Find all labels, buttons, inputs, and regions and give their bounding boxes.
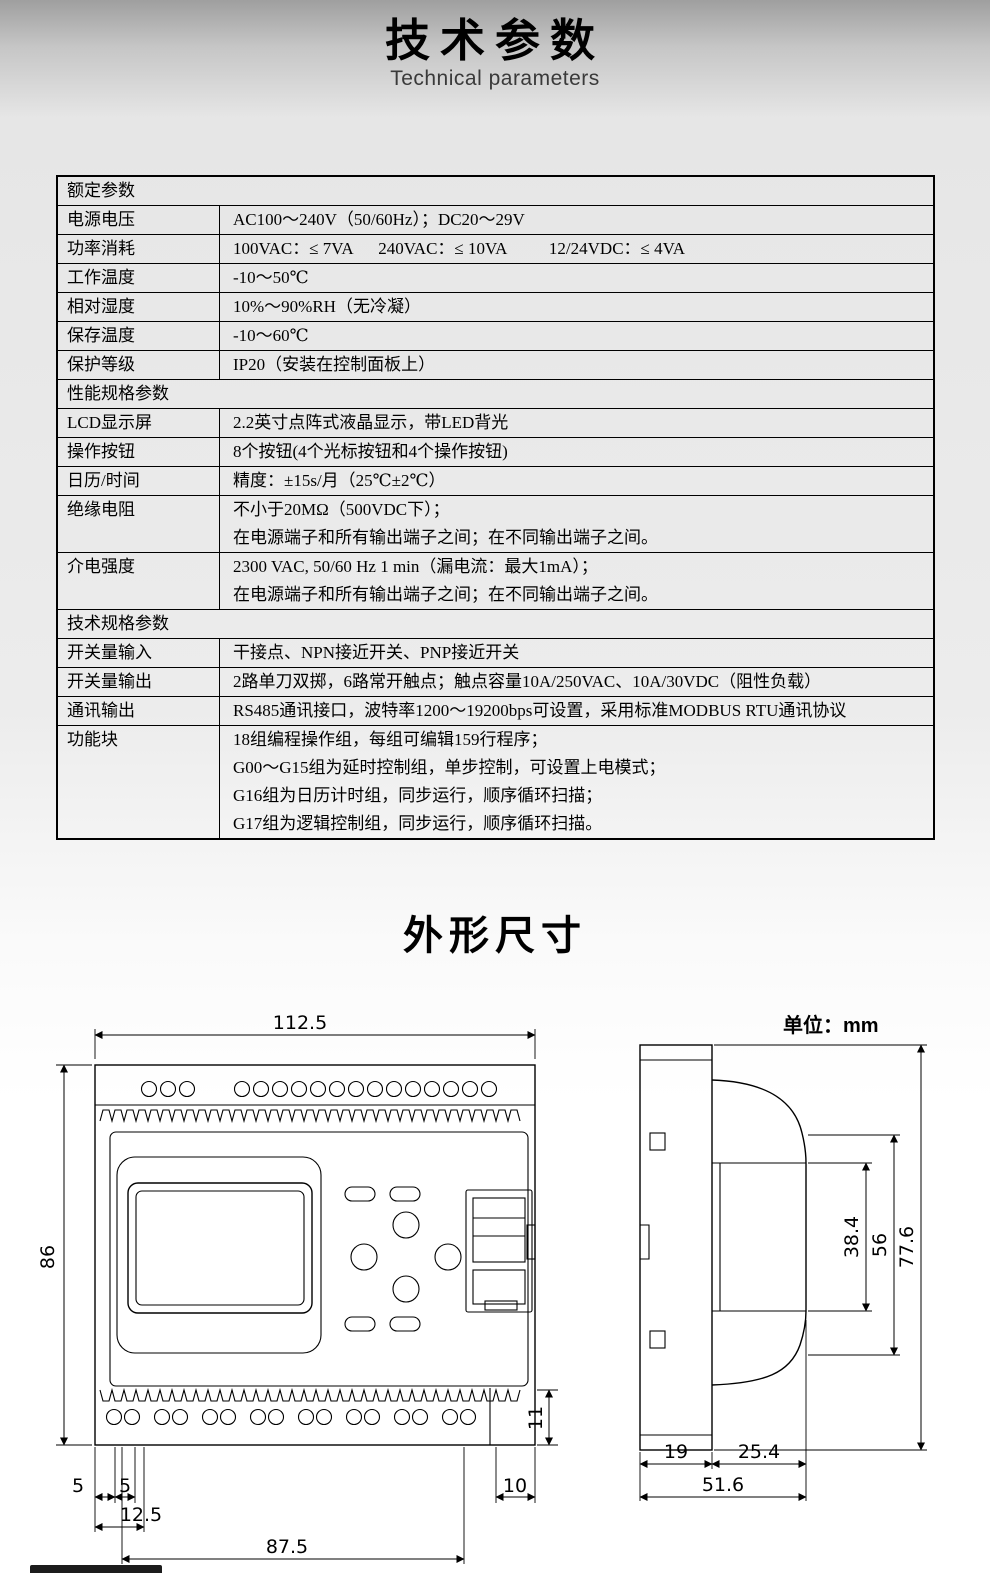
spec-item-row: 保存温度-10～60℃: [56, 321, 935, 351]
side-body-height-label: 56: [869, 1233, 891, 1257]
spec-value: 2路单刀双掷，6路常开触点；触点容量10A/250VAC、10A/30VDC（阻…: [219, 667, 935, 697]
front-device-outline: [94, 1064, 536, 1446]
spec-section-row: 额定参数: [56, 175, 935, 206]
spec-label: 保存温度: [56, 321, 220, 351]
spec-value: 10%～90%RH（无冷凝）: [219, 292, 935, 322]
side-rail-width-label: 19: [664, 1441, 688, 1463]
front-offset-b-label: 5: [119, 1475, 131, 1497]
spec-label: 保护等级: [56, 350, 220, 380]
lcd-screen-inner: [135, 1190, 305, 1306]
spec-label: 介电强度: [56, 552, 220, 610]
spec-section-label: 性能规格参数: [56, 379, 935, 409]
header-banner: 技术参数 Technical parameters: [0, 0, 990, 112]
expansion-port: [465, 1189, 536, 1313]
side-front-profile: [711, 1079, 807, 1386]
spec-label: 通讯输出: [56, 696, 220, 726]
spec-value: 干接点、NPN接近开关、PNP接近开关: [219, 638, 935, 668]
operation-buttons: [344, 1186, 421, 1332]
page-subtitle: Technical parameters: [390, 66, 600, 90]
front-strip-height-label: 11: [525, 1406, 547, 1430]
spec-label: 开关量输入: [56, 638, 220, 668]
spec-section-label: 技术规格参数: [56, 609, 935, 639]
unit-label: 单位：mm: [783, 1015, 879, 1037]
front-first-terminal-label: 12.5: [120, 1504, 162, 1526]
front-height-dim-label: 86: [37, 1245, 59, 1269]
spec-item-row: 日历/时间精度：±15s/月（25℃±2℃）: [56, 466, 935, 496]
side-clip-screw-bottom: [649, 1330, 666, 1349]
dimensions-title: 外形尺寸: [403, 914, 587, 958]
spec-item-row: 开关量输入干接点、NPN接近开关、PNP接近开关: [56, 638, 935, 668]
side-body-outline: [639, 1044, 713, 1451]
din-rail-notch: [640, 1224, 650, 1260]
spec-item-row: 工作温度-10～50℃: [56, 263, 935, 293]
front-view-dimensions: 112.5 86 5 5 12.5 87.5 10 11: [37, 1012, 558, 1564]
spec-value: 8个按钮(4个光标按钮和4个操作按钮): [219, 437, 935, 467]
spec-item-row: 绝缘电阻不小于20MΩ（500VDC下）； 在电源端子和所有输出端子之间；在不同…: [56, 495, 935, 553]
cursor-buttons: [350, 1211, 462, 1303]
side-view-dimensions: 38.4 56 77.6 19 25.4 51.6: [639, 1044, 927, 1501]
spec-section-row: 性能规格参数: [56, 379, 935, 409]
top-vent-pattern: [99, 1109, 521, 1124]
spec-value: AC100～240V（50/60Hz）；DC20～29V: [219, 205, 935, 235]
spec-label: 功能块: [56, 725, 220, 840]
spec-value: -10～50℃: [219, 263, 935, 293]
spec-label: 绝缘电阻: [56, 495, 220, 553]
spec-value: 不小于20MΩ（500VDC下）； 在电源端子和所有输出端子之间；在不同输出端子…: [219, 495, 935, 553]
side-total-width-label: 51.6: [702, 1474, 744, 1496]
spec-value: 2.2英寸点阵式液晶显示，带LED背光: [219, 408, 935, 438]
top-terminal-screws: [140, 1080, 498, 1098]
front-offset-a-label: 5: [72, 1475, 84, 1497]
spec-label: LCD显示屏: [56, 408, 220, 438]
spec-label: 工作温度: [56, 263, 220, 293]
front-offset-right-label: 10: [503, 1475, 527, 1497]
spec-label: 日历/时间: [56, 466, 220, 496]
spec-label: 功率消耗: [56, 234, 220, 264]
next-section-edge: [30, 1565, 162, 1573]
side-front-width-label: 25.4: [738, 1441, 780, 1463]
dimension-drawing: 112.5 86 5 5 12.5 87.5 10 11: [37, 1012, 927, 1564]
spec-section-label: 额定参数: [56, 175, 935, 206]
lcd-screen: [127, 1182, 313, 1314]
spec-label: 电源电压: [56, 205, 220, 235]
front-terminal-span-label: 87.5: [266, 1536, 308, 1558]
front-width-dim-label: 112.5: [273, 1012, 327, 1034]
side-total-height-label: 77.6: [896, 1226, 918, 1268]
spec-value: -10～60℃: [219, 321, 935, 351]
side-clip-screw-top: [649, 1132, 666, 1151]
spec-label: 开关量输出: [56, 667, 220, 697]
spec-value: 18组编程操作组，每组可编辑159行程序； G00～G15组为延时控制组，单步控…: [219, 725, 935, 840]
spec-value: 精度：±15s/月（25℃±2℃）: [219, 466, 935, 496]
side-face-height-label: 38.4: [841, 1216, 863, 1258]
side-view: [639, 1044, 807, 1451]
page-title: 技术参数: [384, 15, 605, 66]
lcd-bezel: [116, 1156, 322, 1354]
bottom-vent-pattern: [99, 1387, 521, 1402]
spec-value: RS485通讯接口，波特率1200～19200bps可设置，采用标准MODBUS…: [219, 696, 935, 726]
spec-value: 2300 VAC, 50/60 Hz 1 min（漏电流：最大1mA）； 在电源…: [219, 552, 935, 610]
spec-value: IP20（安装在控制面板上）: [219, 350, 935, 380]
front-face-panel: [109, 1131, 529, 1387]
spec-label: 操作按钮: [56, 437, 220, 467]
bottom-terminal-screws: [105, 1408, 477, 1426]
front-view: [94, 1064, 536, 1446]
spec-section-row: 技术规格参数: [56, 609, 935, 639]
spec-label: 相对湿度: [56, 292, 220, 322]
spec-value: 100VAC：≤ 7VA 240VAC：≤ 10VA 12/24VDC：≤ 4V…: [219, 234, 935, 264]
